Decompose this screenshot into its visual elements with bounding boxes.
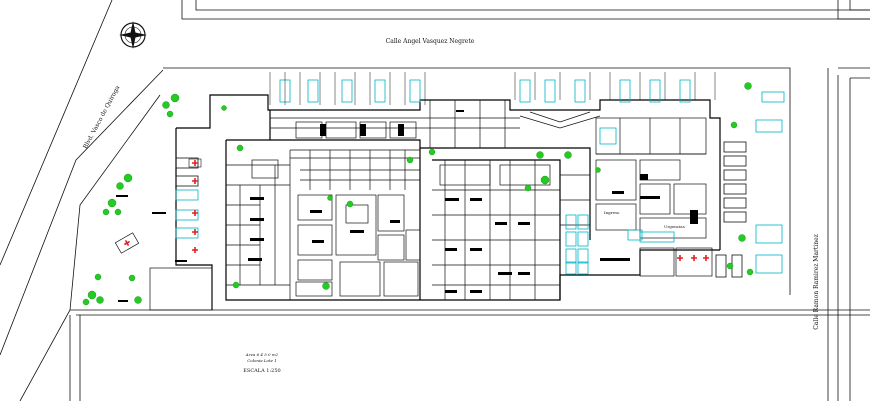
area-label: Area 6 4 5 0 m2 (245, 352, 279, 357)
parking-lines-top (269, 72, 716, 105)
ambulance-icon (188, 158, 202, 168)
wall-fixtures (116, 110, 698, 302)
street-label-top: Calle Angel Vasquez Negrete (386, 38, 475, 45)
tree-icon (82, 82, 754, 306)
street-label-left: Blvd. Vasco de Quiroga (82, 84, 122, 150)
scale-label: ESCALA 1:250 (243, 368, 280, 374)
room-tag-urgencias: Urgencias (664, 224, 685, 229)
ambulance-bays (114, 158, 709, 261)
building-outline (175, 94, 721, 310)
parking-lot-center (175, 127, 675, 275)
car-stalls-right (175, 141, 747, 278)
interior-walls (149, 100, 713, 311)
parking-top (279, 79, 785, 274)
location-label: Colonia Lote 1 (247, 358, 277, 363)
street-label-right: Calle Ramon Ramirez Martinez (813, 234, 820, 330)
room-tag-ingreso: Ingreso (604, 210, 620, 215)
north-arrow-icon (119, 21, 147, 49)
